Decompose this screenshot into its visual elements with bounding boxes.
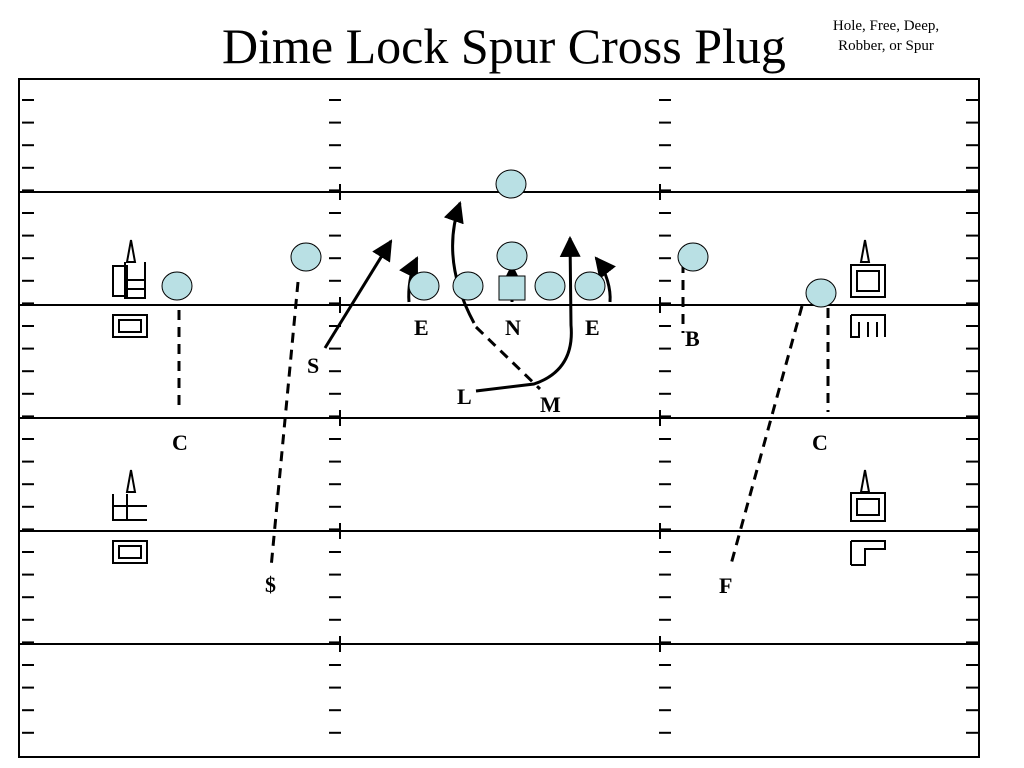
direction-arrow-right-top [859,239,871,263]
offense-end-left [408,271,440,301]
yard-number-left-0b-inner [118,545,142,559]
label-nose: N [505,315,521,340]
coverage-note-line-1: Hole, Free, Deep, [832,18,940,34]
label-end-left: E [414,315,429,340]
label-end-right: E [585,315,600,340]
offense [161,169,837,308]
yard-number-left-40 [112,469,148,564]
defense-labels: C $ S E N E B L M C F [172,315,828,598]
label-corner-left: C [172,430,188,455]
direction-arrow-left-top [125,239,137,263]
field [18,78,980,758]
offense-slot-left [161,271,193,301]
label-sam: S [307,353,319,378]
hash-marks [22,99,978,734]
yard-number-right-40 [850,469,886,566]
yard-number-right-3 [850,314,886,338]
yard-number-right-0-inner [856,270,880,292]
label-corner-right: C [812,430,828,455]
end-right-route [594,256,616,303]
lock-route [475,235,581,393]
label-buck: B [685,326,700,351]
mike-route-solid [443,201,476,324]
coverage-note-line-2: Robber, or Spur [838,38,934,54]
yard-number-left-3 [124,262,146,299]
sam-route [323,239,393,349]
label-dollar: $ [265,572,276,597]
yard-number-left-0 [112,314,148,338]
coverage-note: Hole, Free, Deep, Robber, or Spur [806,16,966,56]
label-mike: M [540,392,561,417]
direction-arrow-right-bottom [859,469,871,493]
offense-wing-left [290,242,322,272]
free-safety-route [728,305,804,569]
offense-end-right [574,271,606,301]
direction-arrow-left-bottom [125,469,137,493]
yard-number-left-0-inner [118,319,142,333]
yard-number-left-0b [112,540,148,564]
offense-center-square [498,275,526,301]
yard-number-right-4 [850,540,886,566]
label-free: F [719,573,732,598]
offense-tackle-left [452,271,484,301]
offense-wing-right [677,242,709,272]
offense-tackle-right [534,271,566,301]
label-lock: L [457,384,472,409]
yard-number-left-3-frame [112,265,128,297]
mike-route-dashed [474,325,542,391]
yard-number-right-30 [850,239,886,338]
offense-quarterback [495,169,527,199]
play-title: Dime Lock Spur Cross Plug [222,18,786,74]
offense-center [496,241,528,271]
yard-number-left-4 [112,494,147,521]
offense-slot-right [805,278,837,308]
yard-number-right-0b-inner [856,498,880,516]
dollar-route [269,281,300,569]
yard-number-right-0 [850,264,886,298]
yard-number-left-30 [112,239,148,338]
